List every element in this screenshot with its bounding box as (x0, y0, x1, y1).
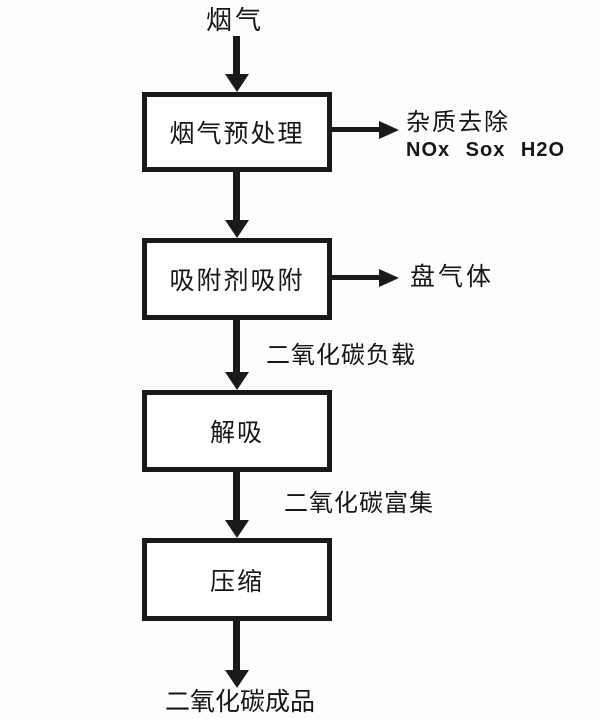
arrow-down-5-line (233, 621, 240, 670)
arrow-down-5-head (225, 670, 249, 688)
arrow-down-2-line (233, 172, 240, 220)
arrow-right-2-head (379, 269, 399, 287)
arrow-down-1-line (233, 36, 240, 74)
label-co2-enriched: 二氧化碳富集 (284, 490, 434, 517)
box-adsorbent-adsorption-label: 吸附剂吸附 (169, 267, 305, 295)
arrow-down-3-line (233, 320, 240, 372)
box-adsorbent-adsorption: 吸附剂吸附 (142, 238, 332, 320)
label-flue-gas-input: 烟气 (205, 5, 264, 35)
label-impurity-species: NOx Sox H2O (406, 139, 566, 162)
arrow-right-2-line (332, 275, 379, 280)
arrow-down-3-head (225, 372, 249, 390)
box-desorption: 解吸 (142, 390, 332, 472)
arrow-right-1-line (332, 127, 379, 132)
label-pan-gas: 盘气体 (410, 263, 495, 291)
box-compression: 压缩 (142, 538, 332, 621)
box-compression-label: 压缩 (209, 567, 264, 596)
arrow-right-1-head (379, 121, 399, 139)
arrow-down-4-line (233, 472, 240, 520)
label-impurity-removal-line1: 杂质去除 (406, 109, 510, 136)
label-co2-loaded: 二氧化碳负载 (266, 342, 416, 369)
box-flue-gas-pretreatment-label: 烟气预处理 (169, 120, 305, 148)
box-desorption-label: 解吸 (209, 419, 264, 447)
arrow-down-4-head (225, 520, 249, 538)
arrow-down-2-head (225, 220, 249, 238)
arrow-down-1-head (225, 74, 249, 92)
label-impurity-removal: 杂质去除 NOx Sox H2O (406, 109, 566, 162)
box-flue-gas-pretreatment: 烟气预处理 (142, 92, 332, 172)
label-co2-product: 二氧化碳成品 (165, 688, 316, 716)
